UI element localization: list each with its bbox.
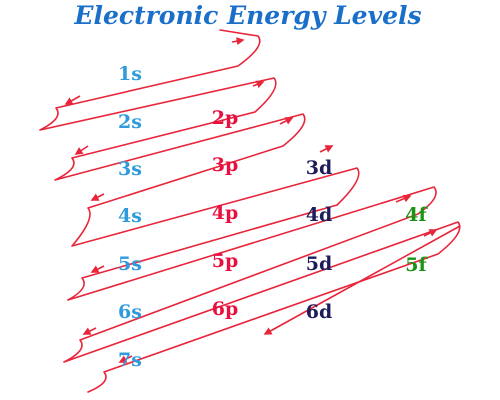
orbital-2s: 2s [118,111,142,133]
orbital-1s: 1s [118,63,142,85]
direction-arrow-10 [82,327,97,335]
direction-arrow-7 [319,145,334,153]
orbital-3s: 3s [118,158,142,180]
direction-arrow-8 [90,265,105,273]
direction-arrow-3 [252,80,265,89]
direction-arrows [64,37,438,363]
orbital-2p: 2p [212,107,239,129]
direction-arrow-2 [64,95,81,105]
orbital-5s: 5s [118,253,142,275]
orbital-6d: 6d [306,301,333,323]
direction-arrow-11 [423,229,438,237]
aufbau-filling-path [39,29,461,393]
orbital-4p: 4p [212,202,239,224]
orbital-5p: 5p [212,250,239,272]
orbital-4d: 4d [306,204,333,226]
orbital-5f: 5f [405,254,428,276]
direction-arrow-1 [231,37,245,46]
orbital-7s: 7s [118,349,142,371]
direction-arrow-6 [90,193,105,201]
filling-path-line [39,29,461,393]
direction-arrow-4 [74,145,89,155]
orbital-5d: 5d [306,253,333,275]
orbital-3d: 3d [306,157,333,179]
orbital-6p: 6p [212,298,239,320]
direction-arrow-9 [395,194,412,203]
diagram-title: Electronic Energy Levels [73,1,421,30]
direction-arrow-5 [279,117,294,125]
direction-arrow-12 [118,355,133,363]
filling-path-end-arrow [263,225,461,335]
orbital-6s: 6s [118,301,142,323]
orbital-4s: 4s [118,205,142,227]
orbital-4f: 4f [405,204,428,226]
orbital-3p: 3p [212,154,239,176]
